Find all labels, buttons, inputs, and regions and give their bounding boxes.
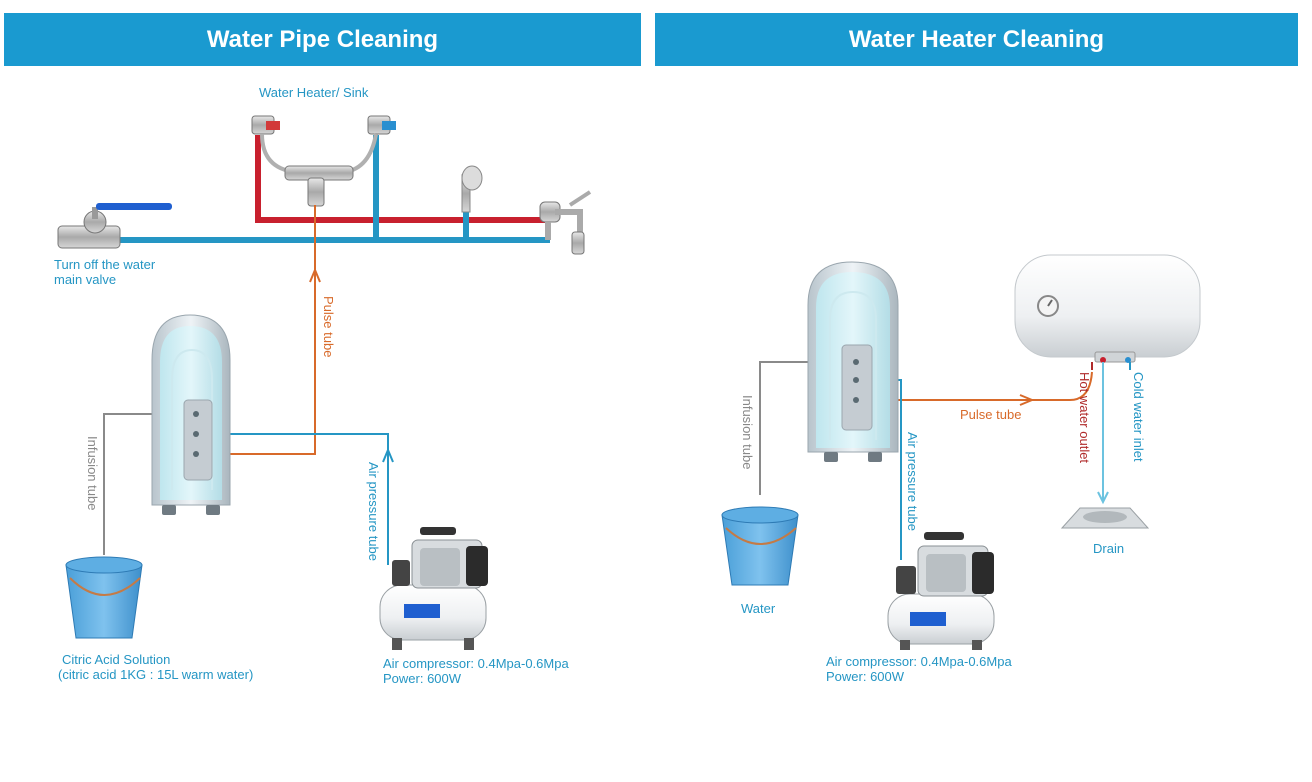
label-cold-water-inlet: Cold water inlet — [1131, 372, 1146, 462]
label-air-pressure-tube-right: Air pressure tube — [905, 432, 920, 531]
pulse-tube-left — [196, 205, 316, 455]
label-compressor-left-line2: Power: 600W — [383, 671, 462, 686]
hot-water-pipe — [255, 135, 545, 223]
main-ball-valve-icon — [57, 203, 172, 249]
air-pressure-tube-left — [196, 433, 389, 565]
label-solution-line2: (citric acid 1KG : 15L warm water) — [58, 667, 253, 682]
tee-connector-icon — [284, 165, 354, 207]
label-air-pressure-tube-left: Air pressure tube — [366, 462, 381, 561]
label-hot-water-outlet: Hot water outlet — [1077, 372, 1092, 463]
citric-acid-bucket-icon — [65, 556, 143, 639]
title-water-heater-cleaning: Water Heater Cleaning — [655, 13, 1298, 66]
shower-head-icon — [461, 165, 483, 213]
label-valve-line1: Turn off the water — [54, 257, 156, 272]
label-pulse-tube-right: Pulse tube — [960, 407, 1021, 422]
cold-angle-valve-icon — [367, 115, 396, 135]
label-solution-line1: Citric Acid Solution — [62, 652, 170, 667]
cleaning-machine-right — [807, 261, 899, 462]
water-heater-tank-icon — [1014, 254, 1201, 363]
title-water-pipe-cleaning: Water Pipe Cleaning — [4, 13, 641, 66]
label-drain: Drain — [1093, 541, 1124, 556]
hot-angle-valve-icon — [251, 115, 280, 135]
air-compressor-right-icon — [887, 532, 995, 650]
pulse-tube-right — [856, 371, 1093, 401]
label-valve-line2: main valve — [54, 272, 116, 287]
label-heater-sink: Water Heater/ Sink — [259, 85, 369, 100]
faucet-icon — [539, 190, 592, 255]
label-infusion-tube-left: Infusion tube — [85, 436, 100, 510]
label-compressor-right-line2: Power: 600W — [826, 669, 905, 684]
label-infusion-tube-right: Infusion tube — [740, 395, 755, 469]
water-bucket-icon — [721, 506, 799, 586]
cleaning-machine-left — [151, 314, 231, 515]
air-compressor-left-icon — [379, 527, 488, 650]
label-compressor-right-line1: Air compressor: 0.4Mpa-0.6Mpa — [826, 654, 1012, 669]
floor-drain-icon — [1060, 507, 1150, 529]
label-compressor-left-line1: Air compressor: 0.4Mpa-0.6Mpa — [383, 656, 569, 671]
label-pulse-tube-left: Pulse tube — [321, 296, 336, 357]
label-water: Water — [741, 601, 776, 616]
